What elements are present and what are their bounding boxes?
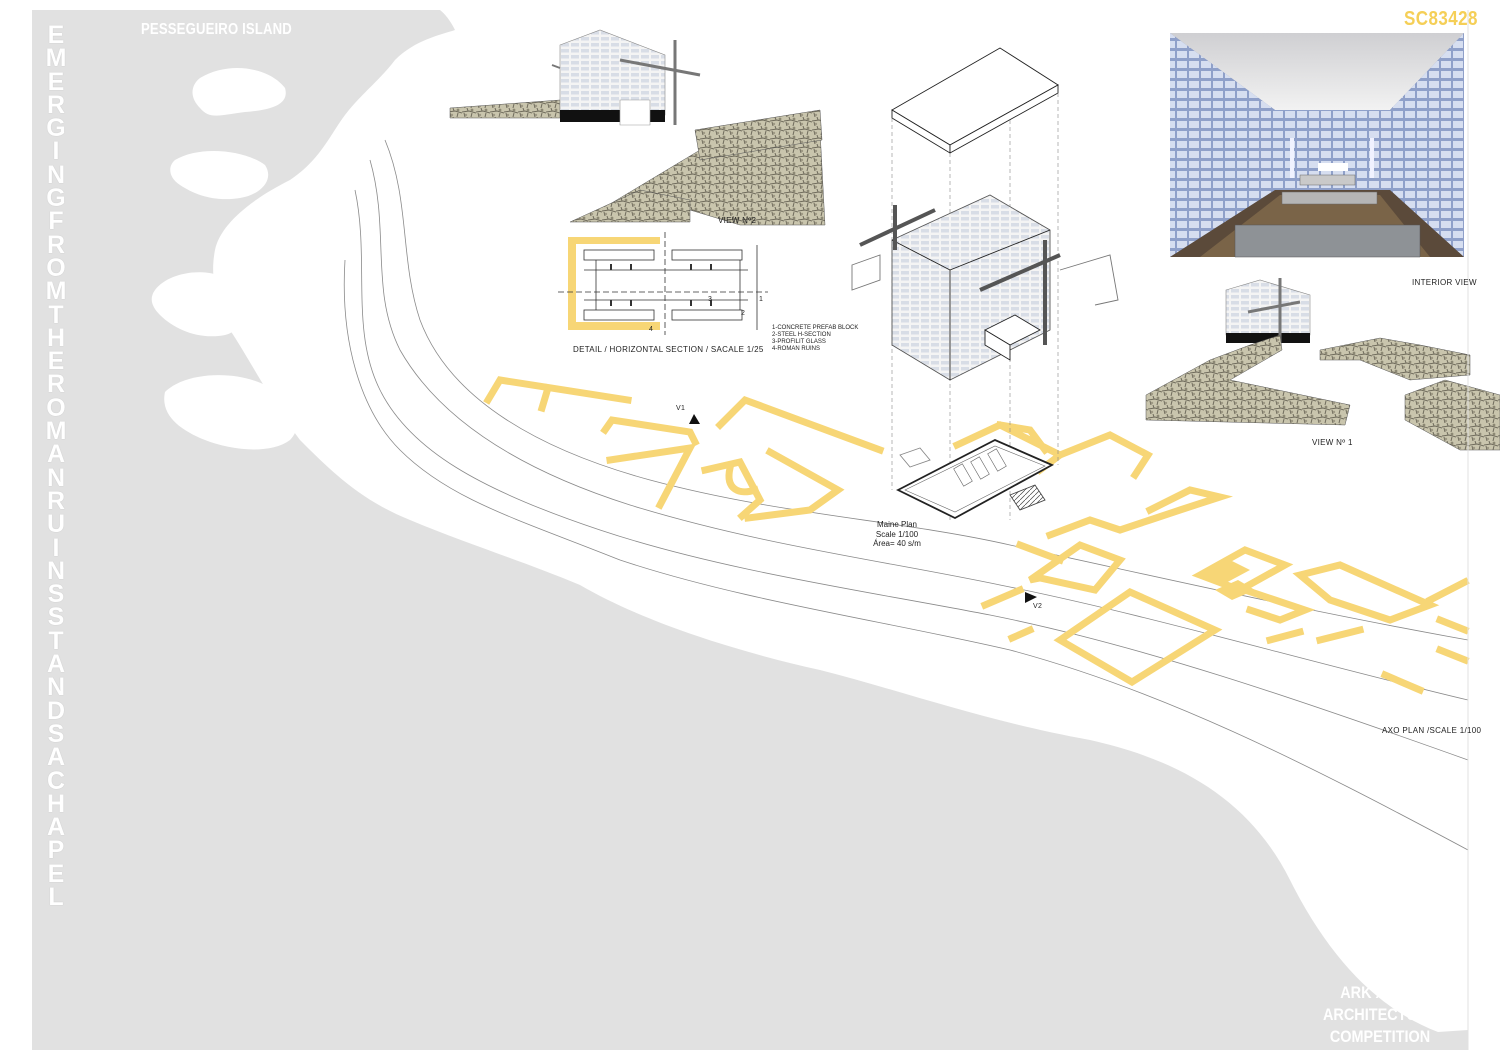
main-plan-scale: Scale 1/100 xyxy=(875,529,919,539)
ruins-filled-blocks xyxy=(1200,560,1255,600)
competition-line: ARCHITECTURE xyxy=(1322,1005,1437,1024)
main-plan-area: Área= 40 s/m xyxy=(873,539,921,548)
roman-ruins-plan xyxy=(483,376,1470,695)
island-4 xyxy=(250,278,321,333)
horizontal-section-detail xyxy=(558,232,768,335)
legend-item: 1-CONCRETE PREFAB BLOCK xyxy=(772,325,859,331)
section-number-4: 4 xyxy=(649,326,654,333)
site-title: PESSEGUEIRO ISLAND xyxy=(141,21,292,38)
marker-v1-label: V1 xyxy=(676,405,686,412)
view1-render xyxy=(1145,278,1500,451)
land-mass xyxy=(213,10,1468,1032)
view-marker-v2-arrow xyxy=(1025,592,1037,603)
project-code: SC83428 xyxy=(1404,8,1478,30)
legend-item: 2-STEEL H-SECTION xyxy=(772,332,831,338)
interior-view-label: INTERIOR VIEW xyxy=(1412,278,1477,287)
section-legend: 1-CONCRETE PREFAB BLOCK 2-STEEL H-SECTIO… xyxy=(772,325,858,353)
marker-v2-label: V2 xyxy=(1033,603,1043,610)
contour-lines xyxy=(343,139,1469,851)
section-number-3: 3 xyxy=(708,296,713,303)
island-1 xyxy=(192,67,286,116)
legend-item: 4-ROMAN RUINS xyxy=(772,346,821,352)
section-number-2: 2 xyxy=(741,310,746,317)
axo-plan-label: AXO PLAN /SCALE 1/100 xyxy=(1382,726,1482,735)
detail-section-label: DETAIL / HORIZONTAL SECTION / SACALE 1/2… xyxy=(573,345,764,354)
competition-line: ARK x SITE xyxy=(1340,983,1420,1002)
view1-label: VIEW Nº 1 xyxy=(1312,438,1353,447)
view-marker-v1-arrow xyxy=(689,414,700,424)
interior-view-render xyxy=(1170,33,1464,258)
view2-label: VIEW Nº2 xyxy=(718,216,757,225)
island-5 xyxy=(164,375,297,450)
view2-render xyxy=(449,29,826,226)
section-number-1: 1 xyxy=(759,296,764,303)
island-3 xyxy=(151,272,244,337)
main-plan-title: Maine Plan xyxy=(876,520,918,529)
competition-line: COMPETITION xyxy=(1329,1027,1431,1046)
exploded-axonometric xyxy=(851,47,1119,520)
competition-title: ARK x SITE ARCHITECTURE COMPETITION xyxy=(1321,982,1440,1048)
island-2 xyxy=(170,150,269,200)
main-plan-caption: Maine Plan Scale 1/100 Área= 40 s/m xyxy=(866,520,928,549)
legend-item: 3-PROFILIT GLASS xyxy=(772,339,826,345)
vertical-title: EMERGING FROM THE ROMAN RUINS STANDS A C… xyxy=(45,21,67,911)
